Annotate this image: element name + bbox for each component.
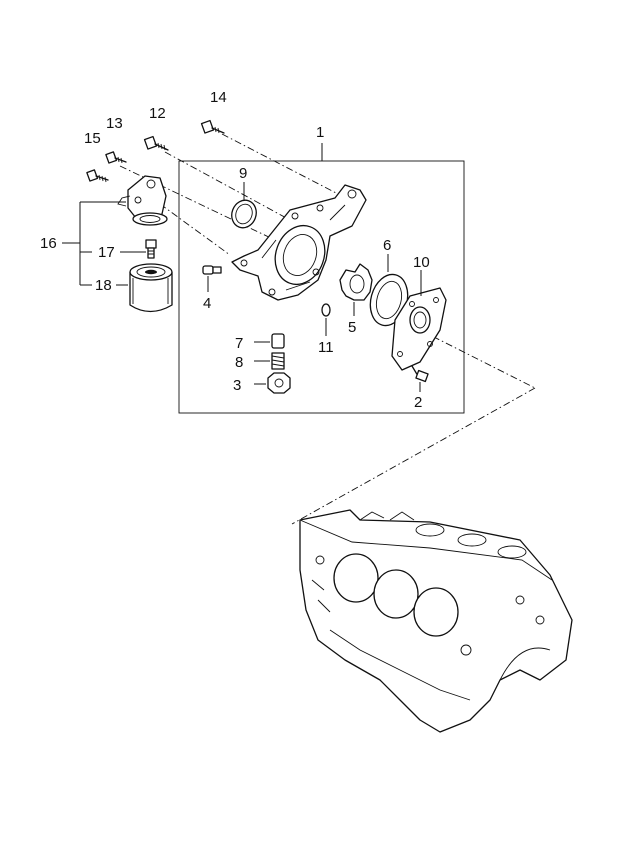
- callout-17: 17: [98, 244, 115, 261]
- callout-5: 5: [348, 319, 356, 336]
- callout-11: 11: [318, 339, 334, 356]
- oil-pump-housing: [231, 184, 367, 301]
- bolt-13: [105, 151, 127, 164]
- callout-13: 13: [106, 115, 123, 132]
- relief-plunger-7: [271, 333, 285, 349]
- bolt-14: [200, 119, 225, 134]
- relief-spring-8: [271, 352, 285, 370]
- callout-18: 18: [95, 277, 112, 294]
- callout-3: 3: [233, 377, 241, 394]
- callout-4: 4: [203, 295, 211, 312]
- bolt-15: [86, 169, 109, 183]
- cover-bolt-2: [411, 365, 429, 383]
- callout-6: 6: [383, 237, 391, 254]
- relief-nut-3: [267, 372, 291, 394]
- callout-8: 8: [235, 354, 243, 371]
- callout-2: 2: [414, 394, 422, 411]
- oil-filter-bracket: [117, 175, 168, 226]
- callout-1: 1: [316, 124, 324, 141]
- bolt-12: [143, 135, 169, 151]
- pump-cover-10: [391, 287, 447, 371]
- alignment-lines: [119, 133, 536, 525]
- oil-filter-18: [129, 263, 173, 313]
- callout-15: 15: [84, 130, 101, 147]
- callout-14: 14: [210, 89, 227, 106]
- filter-fitting-17: [145, 239, 157, 259]
- engine-block: [299, 509, 573, 733]
- callout-7: 7: [235, 335, 243, 352]
- plug-4: [202, 265, 222, 275]
- callout-9: 9: [239, 165, 247, 182]
- group-16-bracket: [62, 201, 146, 286]
- callout-16: 16: [40, 235, 57, 252]
- callout-12: 12: [149, 105, 166, 122]
- oil-seal-9: [231, 199, 257, 229]
- o-ring-11: [321, 303, 331, 317]
- callout-10: 10: [413, 254, 430, 271]
- inner-rotor-5: [339, 263, 373, 301]
